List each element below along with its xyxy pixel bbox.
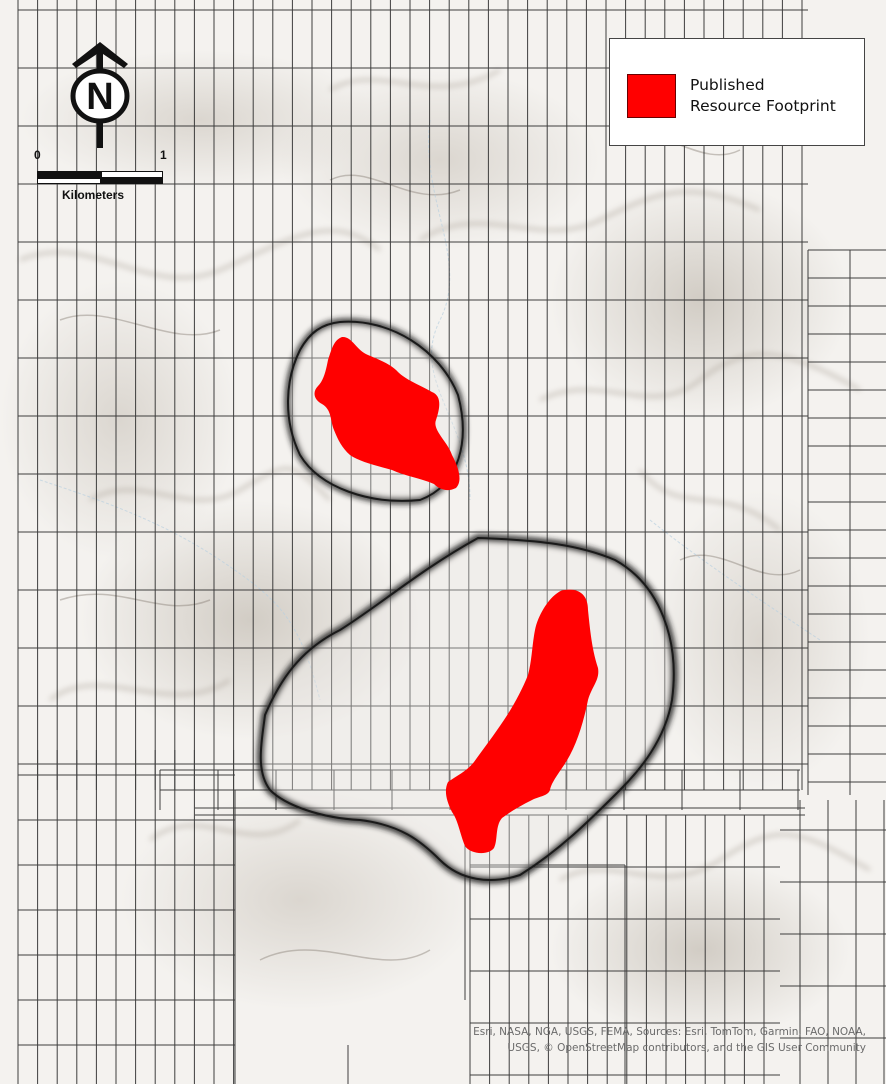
- attribution-line2: USGS, © OpenStreetMap contributors, and …: [507, 1042, 866, 1054]
- legend-label-line2: Resource Footprint: [690, 97, 836, 115]
- legend-label-line1: Published: [690, 76, 765, 94]
- scale-segment: [37, 178, 101, 184]
- scale-segment: [101, 178, 163, 184]
- north-letter: N: [86, 76, 113, 118]
- map-attribution: Esri, NASA, NGA, USGS, FEMA, Sources: Es…: [473, 1024, 866, 1056]
- attribution-line1: Esri, NASA, NGA, USGS, FEMA, Sources: Es…: [473, 1026, 866, 1038]
- map-legend: Published Resource Footprint: [609, 38, 865, 146]
- scale-unit-label: Kilometers: [62, 188, 125, 202]
- footprint-north-shape: [314, 336, 460, 491]
- north-arrow-icon: N: [70, 42, 130, 148]
- legend-swatch: [627, 74, 676, 118]
- scale-segment: [101, 171, 163, 178]
- scale-end-label: 1: [160, 148, 167, 162]
- legend-label: Published Resource Footprint: [690, 75, 860, 117]
- scale-bar: 0 1 Kilometers: [30, 148, 180, 208]
- resource-footprint-south: [445, 589, 599, 854]
- footprint-south-shape: [445, 589, 599, 854]
- resource-footprint-north: [314, 336, 460, 491]
- scale-start-label: 0: [34, 148, 41, 162]
